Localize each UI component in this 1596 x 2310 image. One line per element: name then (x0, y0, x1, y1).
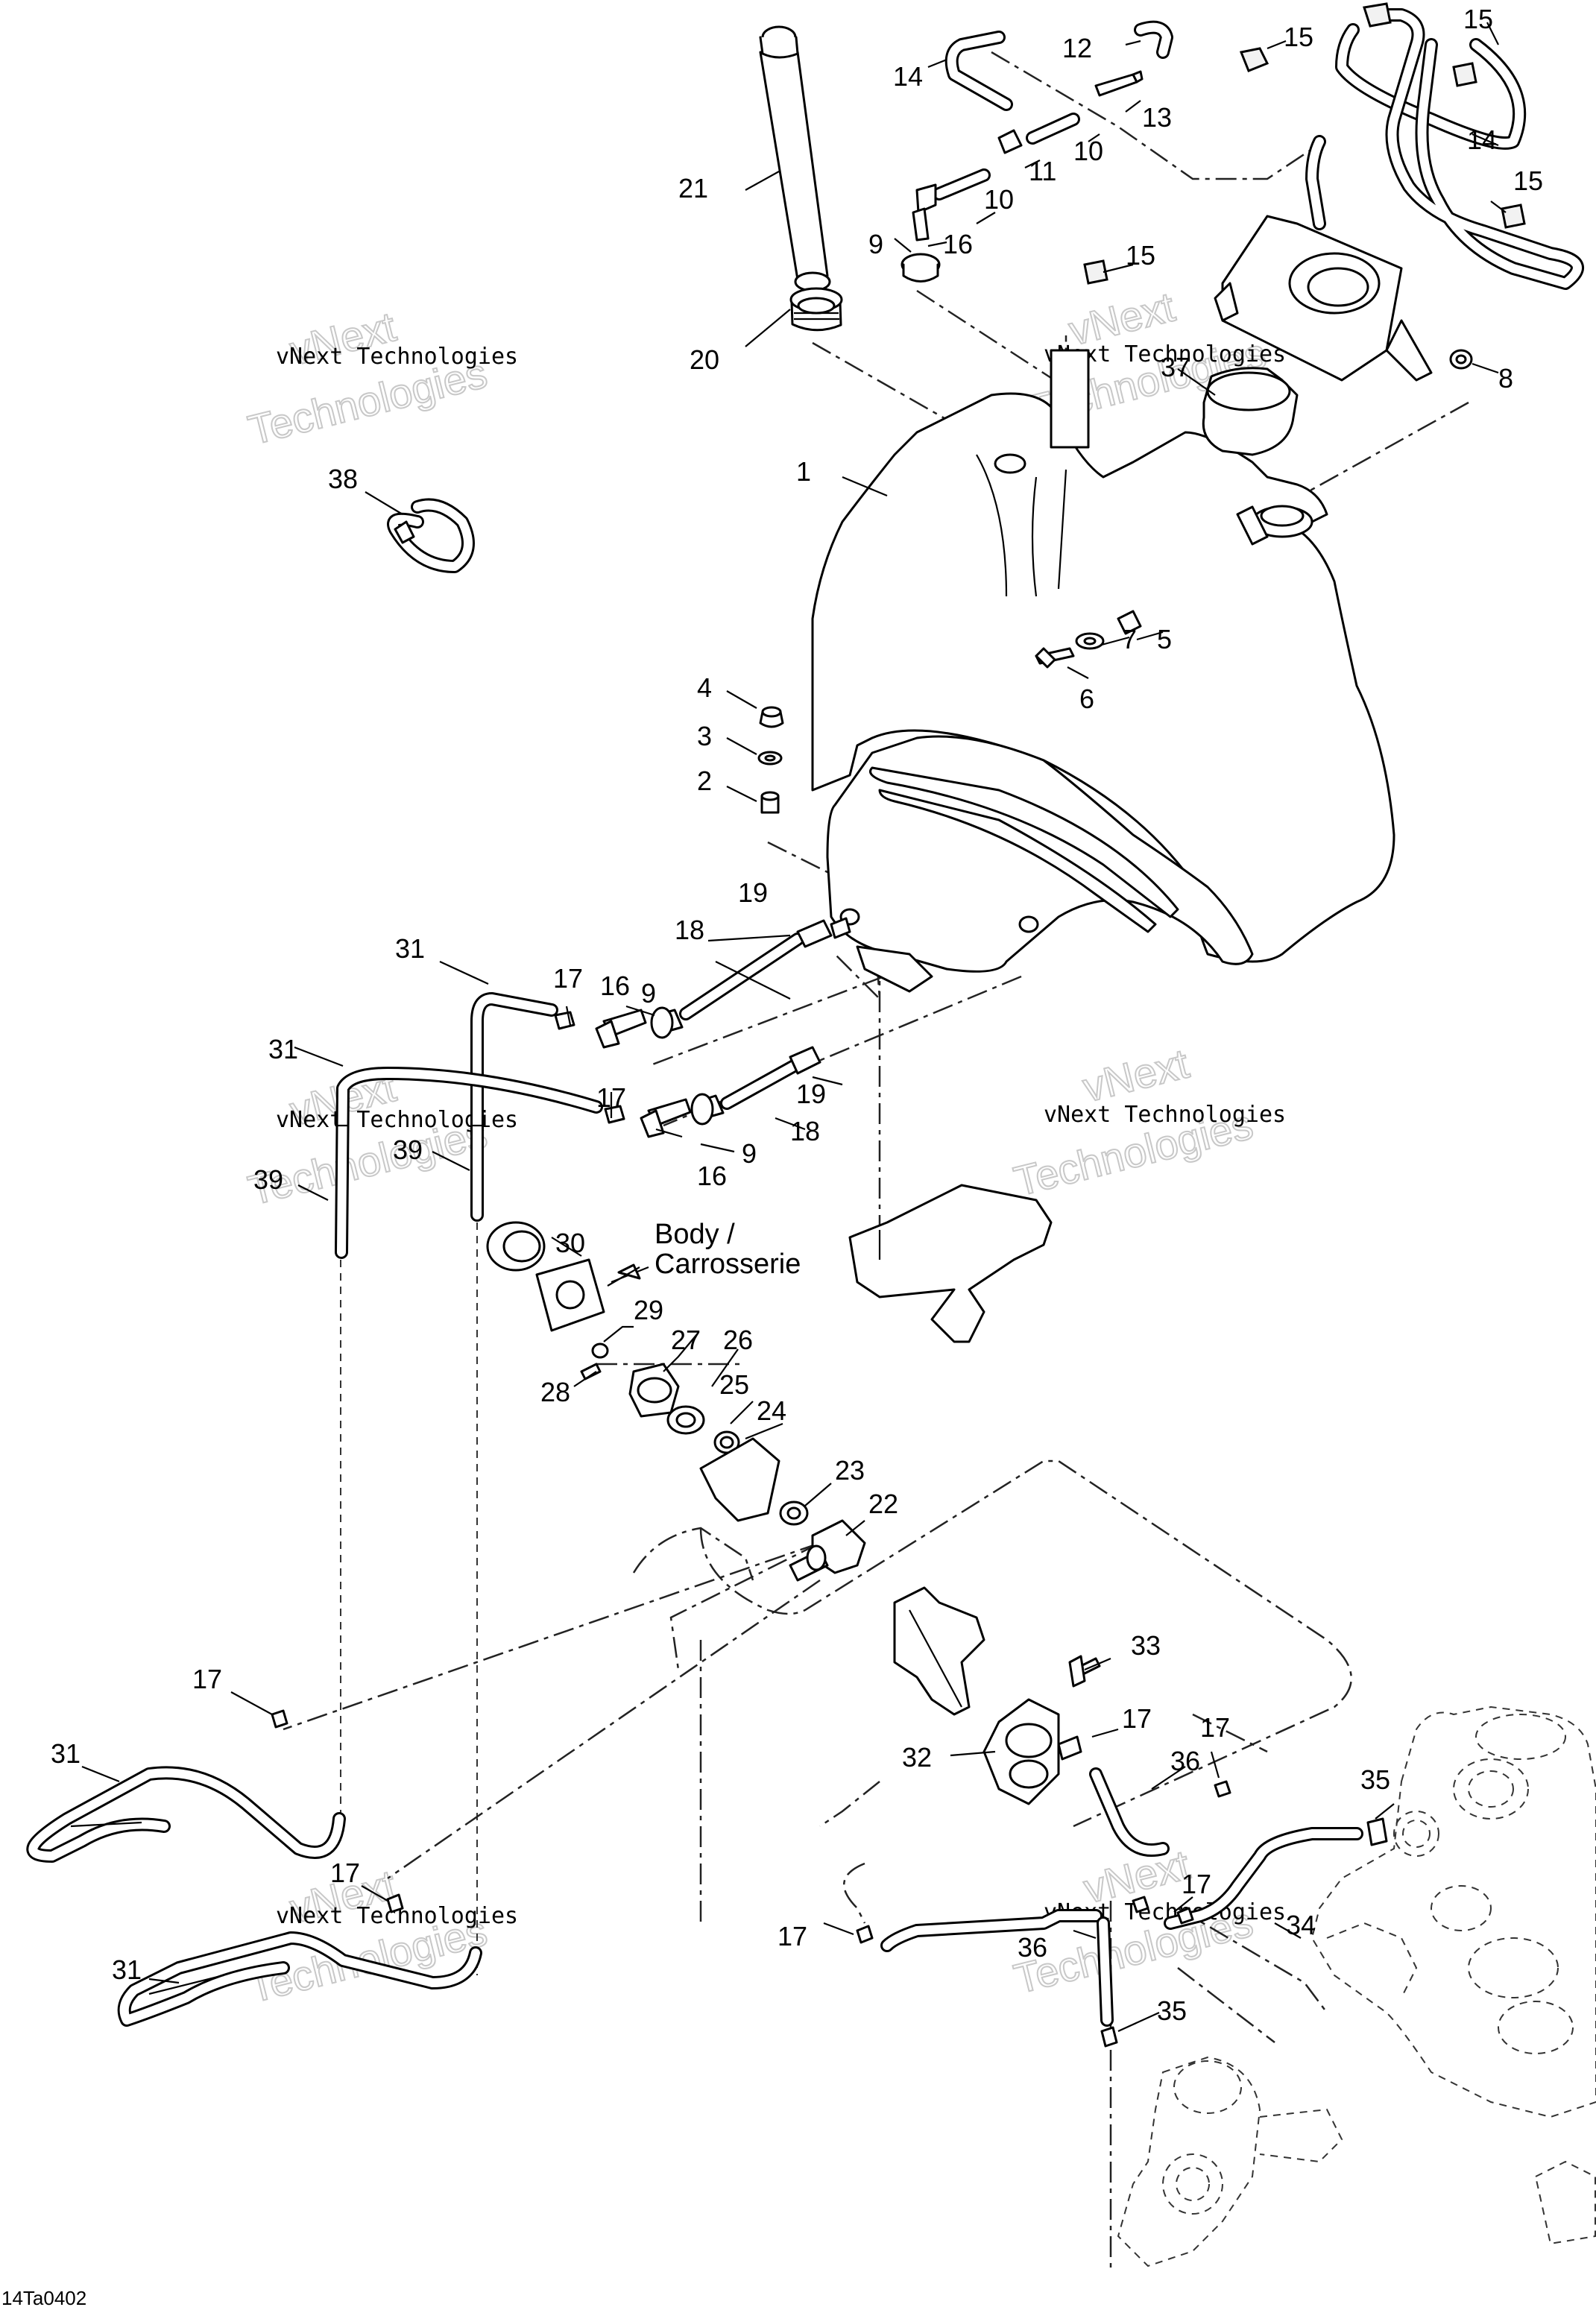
callout-labels: 1 2 3 4 5 6 7 8 9 10 10 11 12 13 14 14 1… (51, 4, 1543, 2026)
callout-37: 37 (1161, 352, 1190, 382)
callout-8: 8 (1498, 363, 1513, 394)
callout-16c: 16 (697, 1161, 727, 1191)
callout-28: 28 (540, 1377, 570, 1407)
callout-31: 31 (395, 933, 425, 964)
callout-35: 35 (1360, 1764, 1390, 1795)
callout-30: 30 (555, 1228, 585, 1258)
callout-2: 2 (697, 766, 712, 796)
callout-17c: 17 (192, 1664, 222, 1694)
figure-id: 14Ta0402 (1, 2287, 86, 2309)
callout-39b: 39 (393, 1135, 423, 1165)
callout-16b: 16 (600, 971, 630, 1001)
callout-9: 9 (868, 229, 883, 259)
callout-6: 6 (1079, 684, 1094, 714)
callout-36: 36 (1170, 1746, 1200, 1776)
callout-14b: 14 (1467, 124, 1497, 155)
callout-24: 24 (757, 1395, 786, 1426)
body-label-line2: Carrosserie (655, 1249, 801, 1280)
body-bracket (848, 1184, 1053, 1343)
callout-27: 27 (671, 1325, 701, 1355)
callout-20: 20 (690, 344, 719, 375)
hose-clamp-38 (387, 498, 475, 573)
tank-bracket (1214, 215, 1473, 382)
callout-19: 19 (738, 877, 768, 908)
callout-7: 7 (1122, 624, 1137, 654)
callout-18b: 18 (790, 1116, 820, 1146)
callout-15: 15 (1284, 22, 1313, 52)
callout-31d: 31 (112, 1954, 142, 1985)
callout-33: 33 (1131, 1630, 1161, 1661)
callout-4: 4 (697, 672, 712, 703)
vent-tubes-lower (26, 1709, 482, 2027)
callout-29: 29 (634, 1295, 663, 1325)
callout-3: 3 (697, 721, 712, 751)
callout-35b: 35 (1157, 1995, 1187, 2026)
callout-11: 11 (1029, 156, 1056, 186)
callout-39: 39 (253, 1164, 283, 1195)
callout-17f: 17 (1200, 1712, 1230, 1743)
callout-23: 23 (835, 1455, 865, 1486)
body-label-line1: Body / (655, 1219, 735, 1250)
callout-15d: 15 (1126, 240, 1155, 271)
callout-10: 10 (984, 184, 1014, 215)
callout-1: 1 (796, 456, 811, 487)
callout-21: 21 (678, 173, 708, 203)
callout-13: 13 (1142, 102, 1172, 133)
engine-partial (1117, 1705, 1596, 2268)
callout-10b: 10 (1073, 136, 1103, 166)
callout-31b: 31 (268, 1034, 298, 1064)
callout-9c: 9 (742, 1138, 757, 1169)
callout-25: 25 (719, 1369, 749, 1400)
callout-5: 5 (1157, 624, 1172, 654)
callout-17: 17 (553, 963, 583, 994)
fuel-tank (811, 349, 1395, 993)
leader-lines (81, 22, 1507, 2033)
fasteners (757, 610, 1142, 814)
callout-15b: 15 (1463, 4, 1493, 34)
callout-22: 22 (868, 1489, 898, 1519)
callout-17h: 17 (778, 1921, 807, 1951)
body-label: Body / Carrosserie (607, 1219, 801, 1287)
callout-26: 26 (723, 1325, 753, 1355)
tank-outlet-hoses (554, 917, 851, 1138)
vent-hoses-top (900, 2, 1584, 290)
callout-12: 12 (1062, 33, 1092, 63)
callout-17g: 17 (1182, 1869, 1211, 1899)
vent-tubes (335, 992, 603, 1259)
watermark-small: vNext (1078, 1040, 1193, 1111)
watermark-text: vNext Technologies (276, 344, 518, 370)
fuel-valve-assembly (486, 1221, 866, 1582)
callout-18: 18 (675, 915, 704, 945)
callout-17d: 17 (330, 1858, 360, 1888)
callout-38: 38 (328, 464, 358, 494)
callout-9b: 9 (641, 978, 656, 1009)
callout-17e: 17 (1122, 1703, 1152, 1734)
callout-15c: 15 (1513, 165, 1543, 196)
callout-36b: 36 (1018, 1932, 1047, 1963)
callout-17b: 17 (596, 1082, 626, 1113)
filler-neck (759, 25, 843, 332)
callout-34: 34 (1286, 1910, 1316, 1940)
callout-19b: 19 (796, 1079, 826, 1109)
callout-16: 16 (943, 229, 973, 259)
watermark-text: vNext Technologies (1044, 1102, 1286, 1128)
callout-31c: 31 (51, 1738, 81, 1769)
fuel-pump (856, 1586, 1388, 2048)
callout-14: 14 (893, 61, 923, 92)
fuel-cap (1202, 367, 1299, 456)
callout-32: 32 (902, 1742, 932, 1773)
